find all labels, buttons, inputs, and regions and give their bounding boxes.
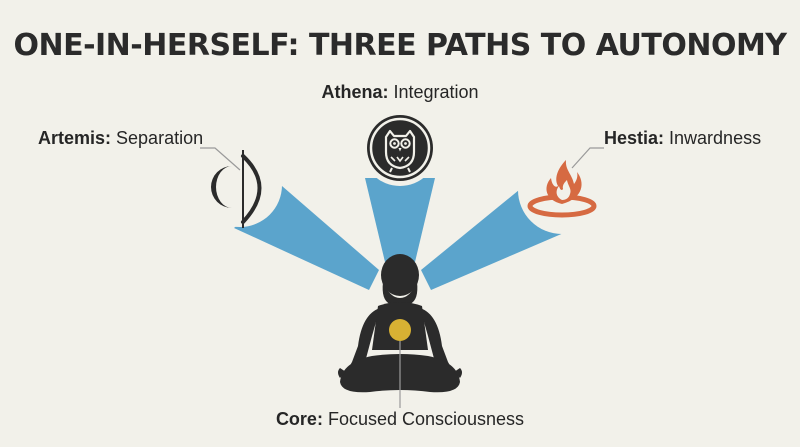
label-athena: Athena: Integration: [0, 82, 800, 103]
label-artemis-desc: Separation: [111, 128, 204, 148]
label-athena-name: Athena:: [321, 82, 389, 102]
label-core-name: Core:: [275, 409, 323, 429]
label-artemis-name: Artemis:: [38, 128, 112, 148]
core-dot: [389, 319, 411, 341]
owl-icon: [367, 115, 433, 181]
leader-artemis: [200, 147, 241, 171]
label-artemis: Artemis: Separation: [38, 128, 203, 149]
label-hestia-name: Hestia:: [604, 128, 665, 148]
label-hestia: Hestia: Inwardness: [604, 128, 761, 149]
leader-hestia: [571, 147, 604, 169]
hearth-flame-icon: [527, 160, 597, 218]
artemis-disc-halo: [198, 143, 282, 227]
label-hestia-desc: Inwardness: [664, 128, 762, 148]
label-core-desc: Focused Consciousness: [322, 409, 525, 429]
bow-and-moon-icon: [211, 150, 262, 228]
page-title: ONE-IN-HERSELF: THREE PATHS TO AUTONOMY: [13, 28, 787, 63]
label-core: Core: Focused Consciousness: [0, 409, 800, 430]
label-athena-desc: Integration: [388, 82, 479, 102]
beam-athena: [365, 178, 435, 262]
